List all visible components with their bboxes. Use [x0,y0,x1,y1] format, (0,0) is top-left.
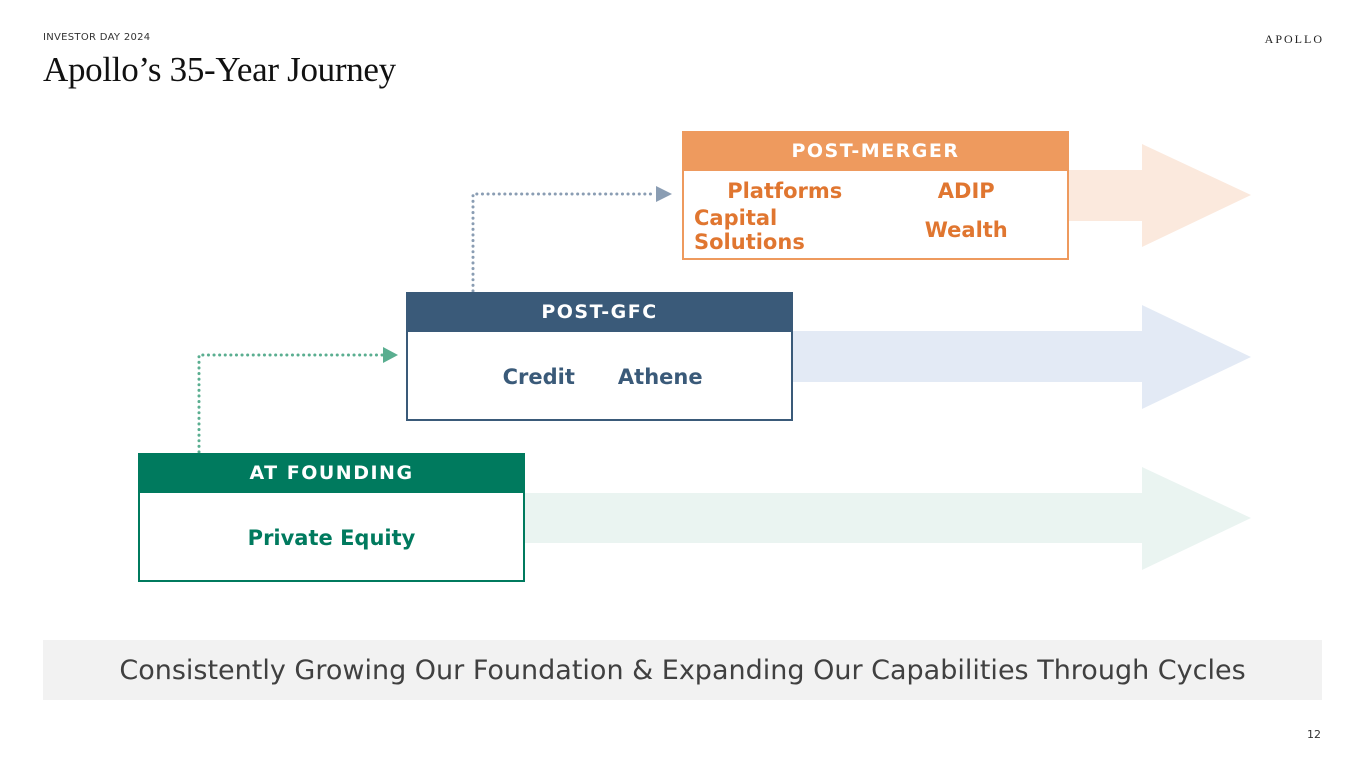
post-merger-header: POST-MERGER [682,131,1069,171]
post-gfc-box: POST-GFC Credit Athene [406,292,793,421]
at-founding-box: AT FOUNDING Private Equity [138,453,525,582]
post-merger-item: Wealth [924,218,1008,242]
event-label: INVESTOR DAY 2024 [43,32,151,43]
post-merger-item: Platforms [727,178,843,203]
post-gfc-arrow [793,305,1251,409]
post-gfc-item: Athene [617,364,703,389]
post-merger-item: ADIP [937,178,995,203]
post-merger-item: Capital Solutions [694,206,805,254]
page-number: 12 [1307,728,1321,741]
founding-to-gfc-arrowhead-icon [383,347,398,363]
gfc-to-merger-arrowhead-icon [656,186,672,202]
founding-to-gfc-connector [197,353,388,454]
at-founding-header: AT FOUNDING [138,453,525,493]
apollo-logo: APOLLO [1264,32,1324,46]
at-founding-item: Private Equity [247,525,416,550]
post-gfc-item: Credit [502,364,575,389]
gfc-to-merger-connector [471,192,658,293]
post-gfc-header: POST-GFC [406,292,793,332]
page-title: Apollo’s 35-Year Journey [43,50,396,89]
tagline-text: Consistently Growing Our Foundation & Ex… [119,654,1246,686]
tagline-banner: Consistently Growing Our Foundation & Ex… [43,640,1322,700]
post-merger-arrow [1069,144,1251,247]
at-founding-arrow [525,467,1251,570]
post-merger-box: POST-MERGER Platforms ADIP Capital Solut… [682,131,1069,260]
